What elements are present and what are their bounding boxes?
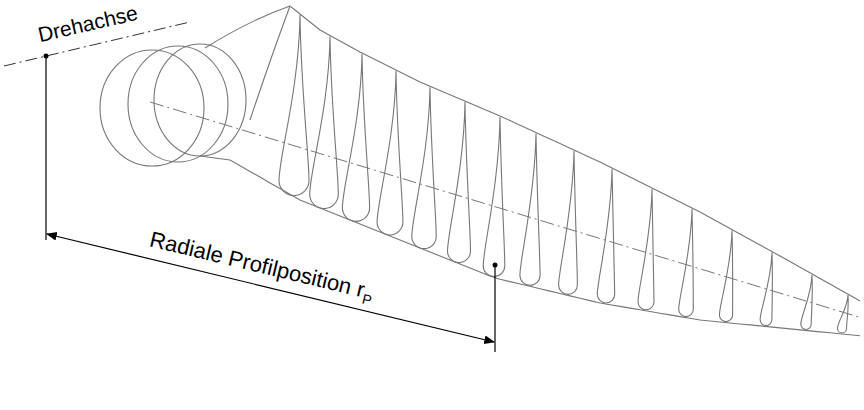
airfoil-profile [342, 54, 369, 221]
trailing-edge [205, 6, 860, 301]
subscript: P [361, 291, 374, 309]
airfoil-profile [638, 189, 654, 310]
airfoil-profile [559, 151, 578, 294]
airfoil-profile [377, 71, 403, 235]
extension-line [45, 56, 46, 240]
blade-centerline [150, 102, 862, 318]
root-circles [100, 44, 246, 166]
axis-label: Drehachse [36, 1, 140, 46]
airfoil-profile [838, 295, 849, 333]
airfoil-profile [520, 134, 540, 286]
airfoil-profile [448, 102, 471, 263]
airfoil-profile [483, 117, 505, 277]
airfoil-profile [679, 209, 694, 317]
leading-edge [200, 156, 860, 336]
airfoil-profile [801, 275, 813, 330]
dimension-line [47, 234, 494, 342]
airfoil-profile [597, 169, 614, 303]
root-transition [250, 6, 290, 120]
airfoil-profile [412, 87, 436, 248]
dimension-text: Radiale Profilposition r [148, 226, 368, 302]
airfoil-profile [719, 231, 732, 322]
airfoil-profile [310, 37, 339, 209]
airfoil-profile [760, 253, 772, 326]
extension-line [494, 265, 495, 352]
profile-dot [493, 263, 498, 268]
airfoil-profile [279, 15, 309, 196]
